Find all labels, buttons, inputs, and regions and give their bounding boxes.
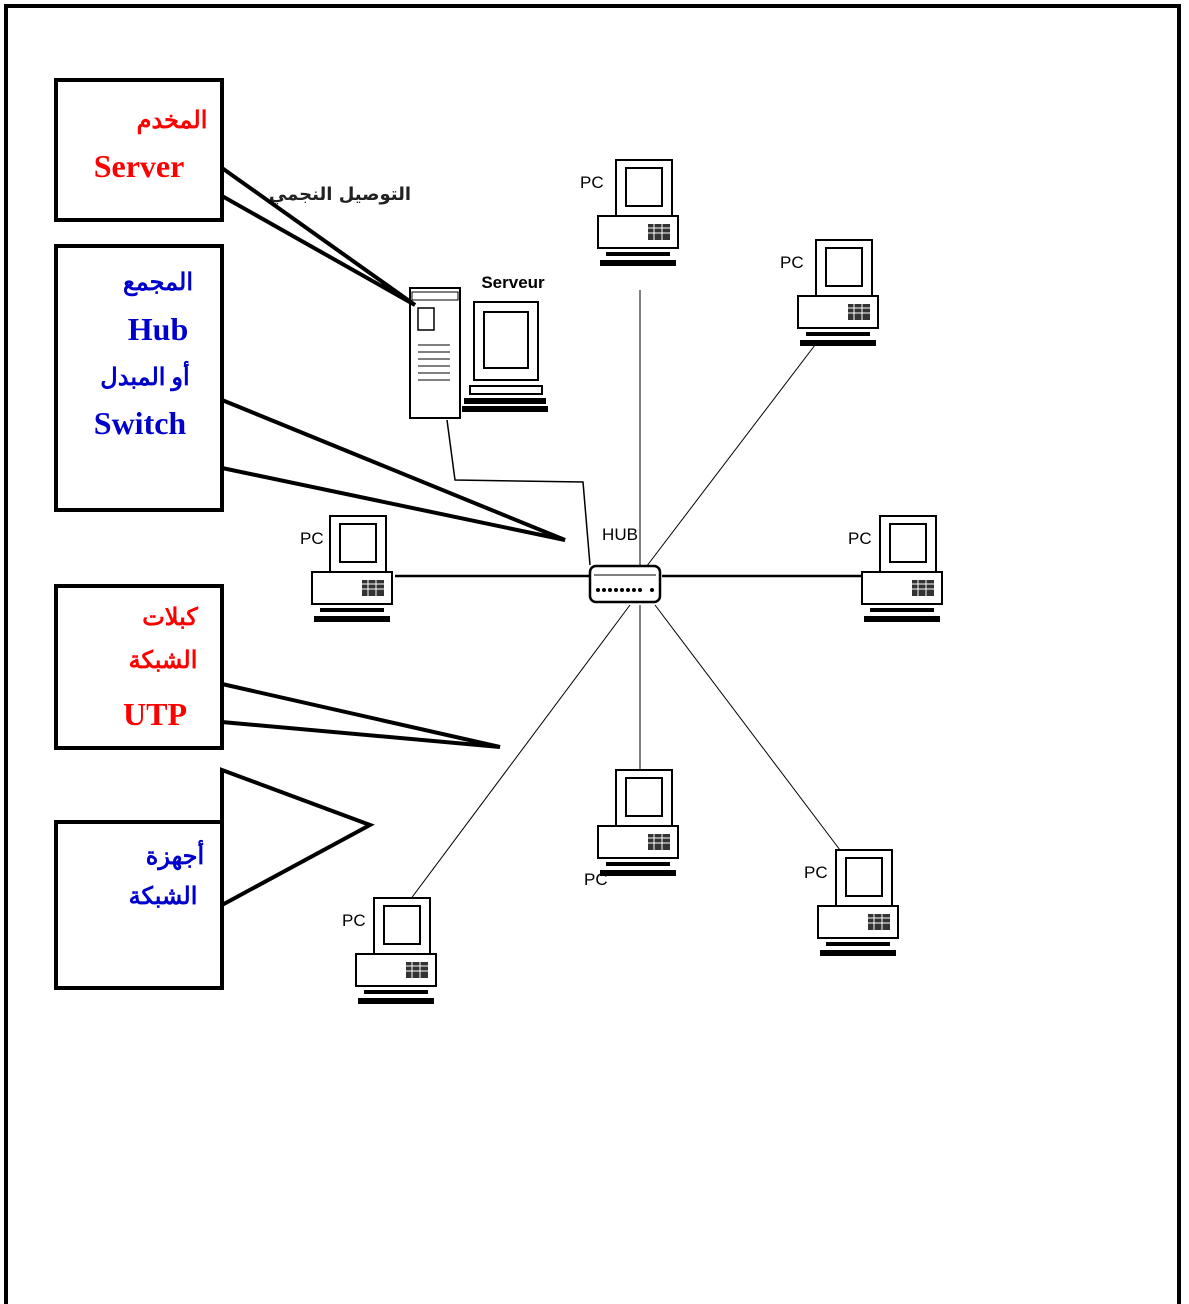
callout-devices-line-2: الشبكة [129,884,198,910]
callout-hub-line-3: أو المبدل [100,359,189,392]
server-icon [409,287,548,419]
hub-icon [588,564,662,604]
cable-top-right [639,344,816,576]
pc-icon-top-right [797,239,879,347]
pc-icon-right [861,515,943,623]
pc-icon-bottom-right [817,849,899,957]
page-frame [4,4,1181,1304]
callout-server-line-1: المخدم [137,108,208,135]
callout-cables-line-2: الشبكة [129,648,198,674]
cable-bottom-right [654,604,841,851]
callout-box-hub: المجمع Hub أو المبدل Switch [54,244,224,512]
hub-label: HUB [602,525,638,544]
pc-icon-top [597,159,679,267]
callout-hub-line-1: المجمع [123,270,193,297]
callout-cables-line-3: UTP [123,696,187,732]
pc-label-bottom-left: PC [342,911,366,930]
network-cables [395,290,867,901]
pc-label-top-right: PC [780,253,804,272]
pc-icon-left [311,515,393,623]
hub-callout-pointer [220,397,566,542]
pc-icon-bottom [597,769,679,877]
pc-label-left: PC [300,529,324,548]
pc-label-bottom: PC [584,870,608,889]
callout-box-cables: كبلات الشبكة UTP [54,584,224,750]
pc-label-bottom-right: PC [804,863,828,882]
server-label: Serveur [481,273,545,292]
callout-hub-line-2: Hub [128,311,188,347]
cable-bottom-left [409,604,631,901]
devices-callout-pointer [220,767,375,909]
diagram-title: التوصيل النجمي [269,184,411,205]
cables-callout-pointer [220,681,501,749]
pc-label-top: PC [580,173,604,192]
pc-label-right: PC [848,529,872,548]
pc-icon-bottom-left [355,897,437,1005]
callout-box-server: المخدم Server [54,78,224,222]
callout-cables-line-1: كبلات [142,605,198,631]
callout-hub-line-4: Switch [94,405,187,441]
callout-box-devices: أجهزة الشبكة [54,820,224,990]
callout-devices-line-1: أجهزة [146,838,204,871]
cable-server [446,419,591,566]
callout-server-line-2: Server [94,148,185,184]
